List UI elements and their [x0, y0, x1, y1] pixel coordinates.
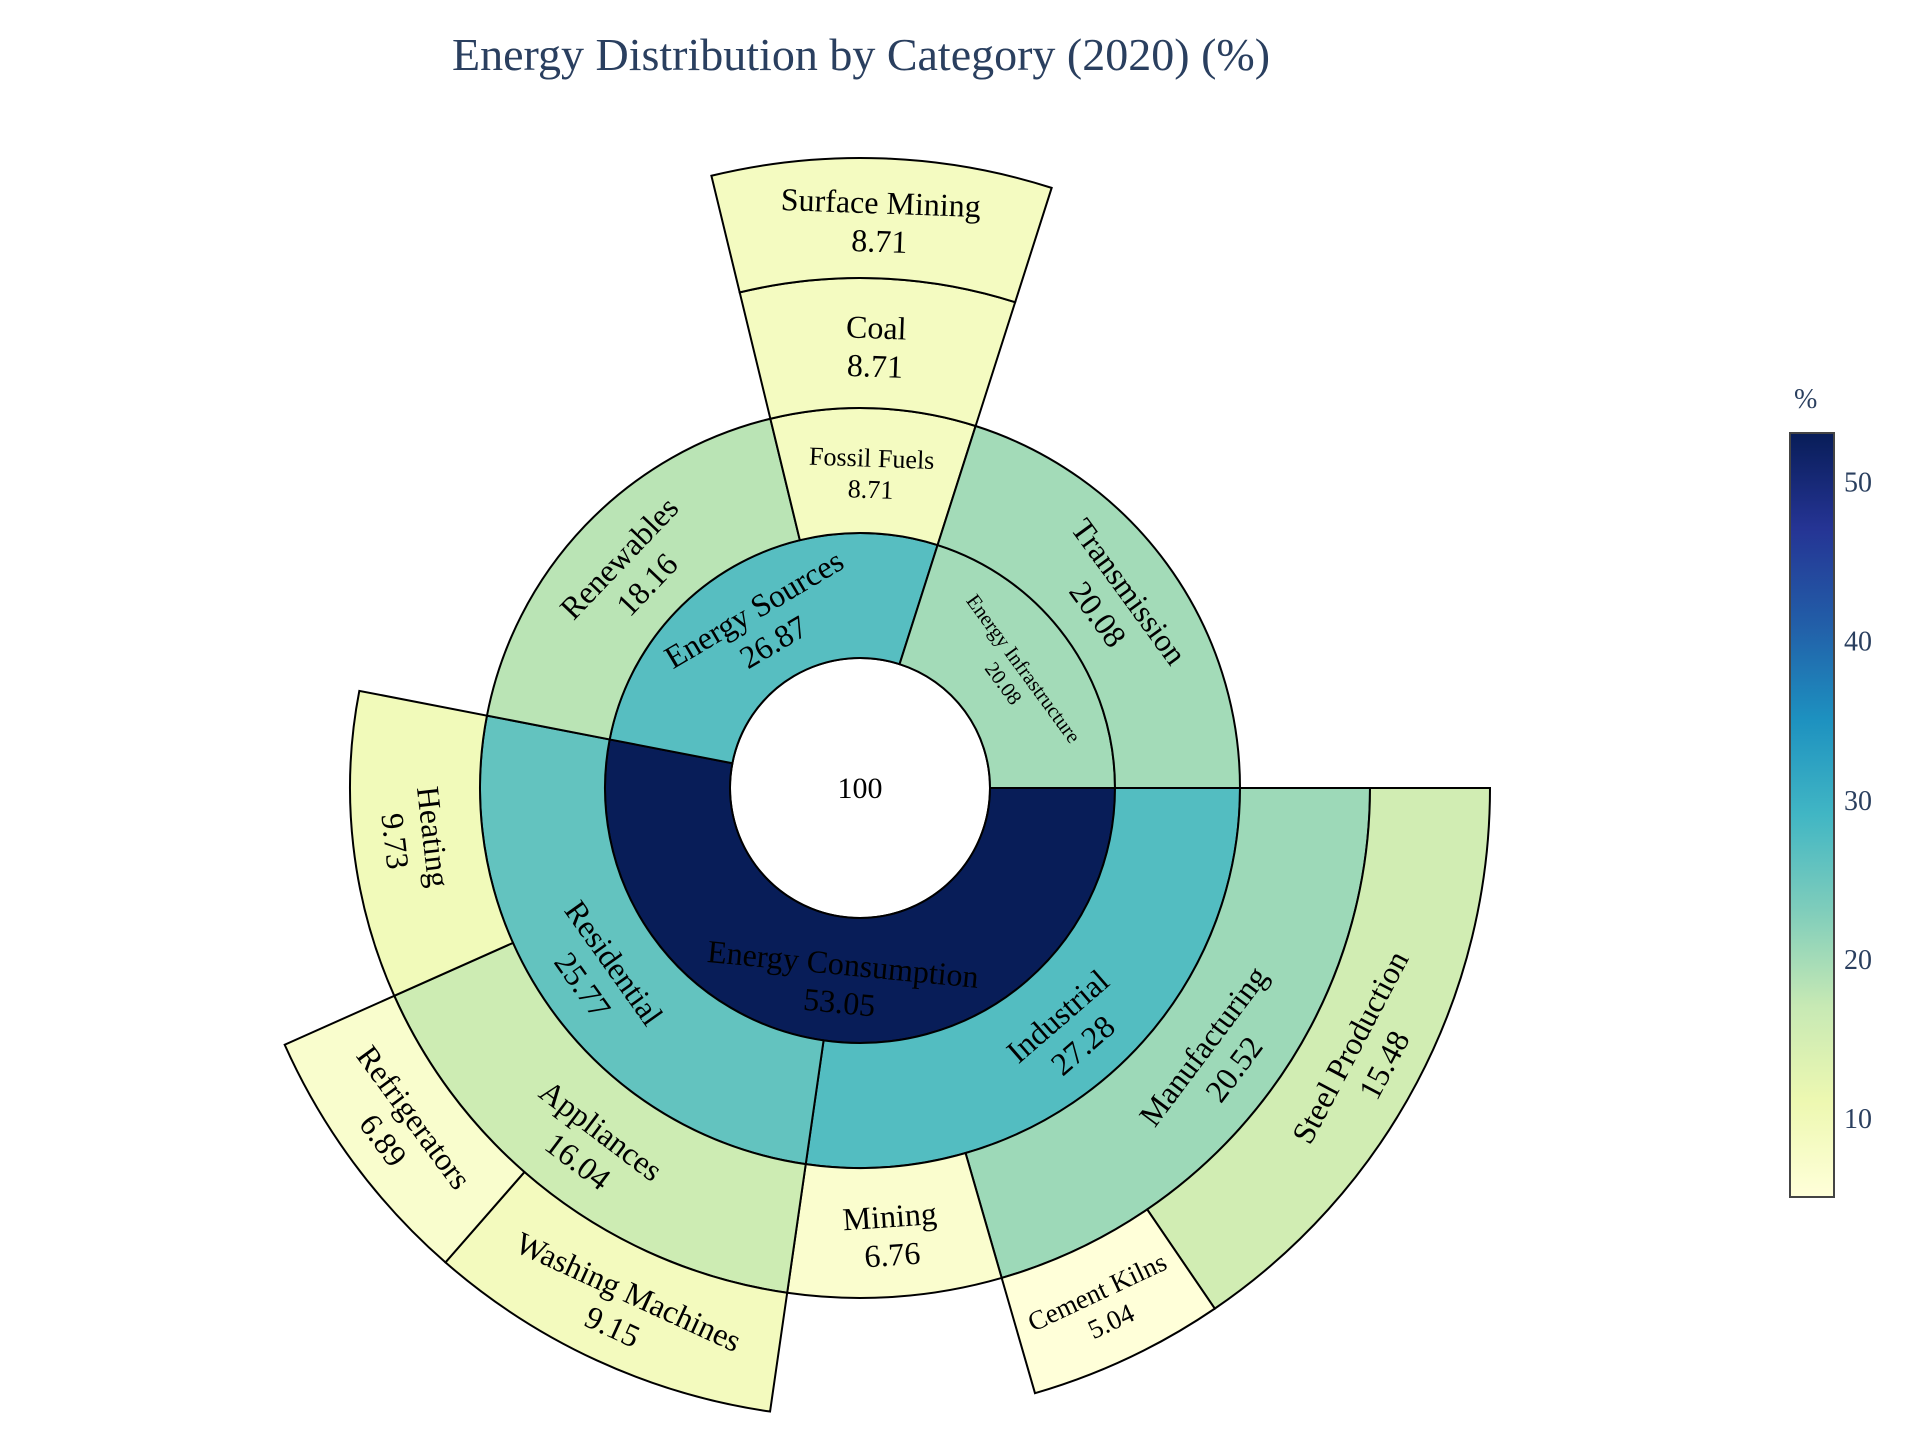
segment-ref[interactable]	[283, 994, 526, 1264]
segment-sur-name: Surface Mining	[780, 181, 981, 224]
segment-ff-name: Fossil Fuels	[809, 442, 935, 475]
colorbar-title: %	[1794, 384, 1817, 415]
segment-sur-value: 8.71	[851, 222, 908, 260]
segment-ec-value: 53.05	[802, 981, 877, 1024]
segment-tra[interactable]	[936, 424, 1242, 789]
colorbar-tick-20: 20	[1844, 945, 1872, 976]
segment-ren[interactable]	[485, 417, 802, 741]
sunburst-segments	[283, 157, 1492, 1413]
segment-cem[interactable]	[1000, 1208, 1217, 1395]
chart-title: Energy Distribution by Category (2020) (…	[451, 29, 1271, 80]
segment-root-label: 100	[838, 772, 883, 805]
segment-hea[interactable]	[349, 689, 515, 998]
segment-min-value: 6.76	[863, 1235, 921, 1275]
colorbar-tick-40: 40	[1844, 627, 1872, 658]
colorbar-tick-50: 50	[1844, 468, 1872, 499]
segment-ff-value: 8.71	[847, 474, 894, 505]
segment-coal-value: 8.71	[846, 347, 903, 385]
segment-coal-name: Coal	[846, 308, 908, 346]
colorbar: % 10 20 30 40 50	[1789, 384, 1872, 1198]
colorbar-tick-30: 30	[1844, 786, 1872, 817]
colorbar-tick-10: 10	[1844, 1104, 1872, 1135]
segment-min-name: Mining	[841, 1195, 937, 1237]
segment-hea-value: 9.73	[374, 811, 416, 871]
colorbar-ticks: 10 20 30 40 50	[1844, 468, 1872, 1136]
segment-sur[interactable]	[710, 157, 1053, 304]
colorbar-gradient	[1789, 432, 1835, 1198]
